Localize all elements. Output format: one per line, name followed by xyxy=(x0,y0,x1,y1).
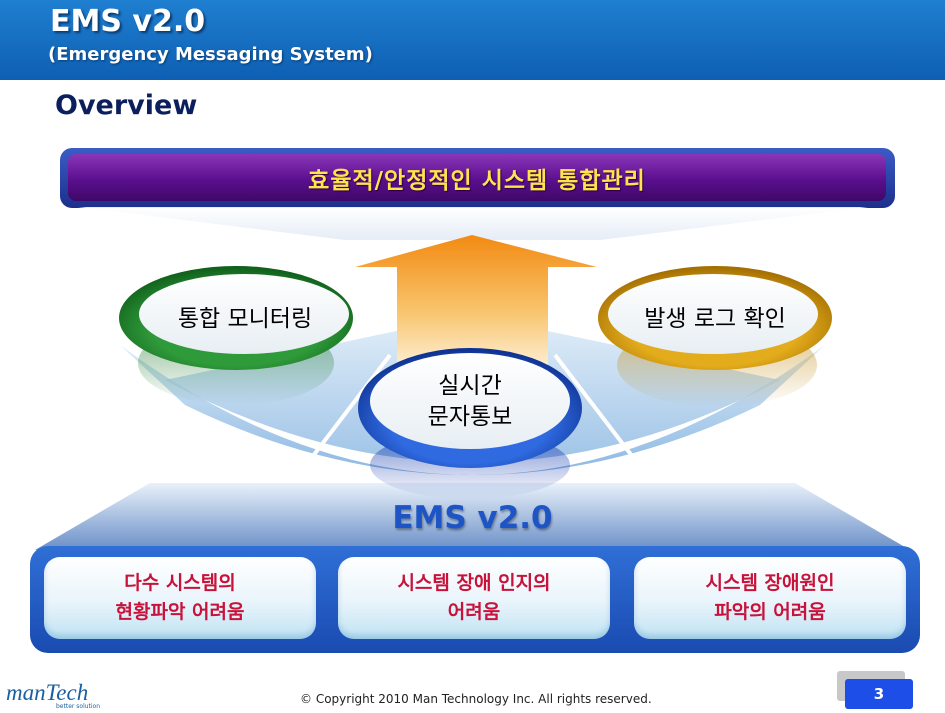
company-logo-tagline: better solution xyxy=(56,703,101,710)
left-circle-label: 통합 모니터링 xyxy=(177,306,313,332)
right-circle-face xyxy=(608,274,818,354)
fan-divider-left xyxy=(298,353,392,475)
center-label-line1: 실시간 xyxy=(438,373,502,399)
fan-shape xyxy=(120,345,825,475)
problem-1-line2: 현황파악 어려움 xyxy=(115,601,245,623)
problem-3-line2: 파악의 어려움 xyxy=(714,601,826,623)
ems-label: EMS v2.0 xyxy=(392,500,553,536)
section-title: Overview xyxy=(55,90,198,121)
problem-box-2: 시스템 장애 인지의 어려움 xyxy=(338,557,610,639)
goal-banner: 효율적/안정적인 시스템 통합관리 xyxy=(68,154,886,201)
problem-box-3: 시스템 장애원인 파악의 어려움 xyxy=(634,557,906,639)
problem-2-line2: 어려움 xyxy=(447,601,501,623)
fan-divider-right xyxy=(553,353,647,475)
problem-2-line1: 시스템 장애 인지의 xyxy=(397,572,551,594)
company-logo: manTech xyxy=(6,680,89,705)
funnel-shape xyxy=(78,207,868,240)
center-circle-label: 실시간 문자통보 xyxy=(370,371,570,433)
page-number: 3 xyxy=(845,679,913,709)
base-platform xyxy=(35,483,910,550)
slide-header: EMS v2.0 (Emergency Messaging System) xyxy=(0,0,945,80)
right-circle-label: 발생 로그 확인 xyxy=(644,306,786,332)
center-circle-face xyxy=(370,353,570,449)
copyright-text: © Copyright 2010 Man Technology Inc. All… xyxy=(300,692,652,706)
problem-3-line1: 시스템 장애원인 xyxy=(705,572,835,594)
left-circle-face xyxy=(139,274,349,354)
header-subtitle: (Emergency Messaging System) xyxy=(48,44,373,65)
up-arrow xyxy=(355,235,597,370)
center-label-line2: 문자통보 xyxy=(427,404,513,430)
overview-diagram xyxy=(35,207,910,550)
banner-text: 효율적/안정적인 시스템 통합관리 xyxy=(308,167,646,194)
header-title: EMS v2.0 xyxy=(50,4,206,39)
problem-box-1: 다수 시스템의 현황파악 어려움 xyxy=(44,557,316,639)
problem-1-line1: 다수 시스템의 xyxy=(124,572,236,594)
